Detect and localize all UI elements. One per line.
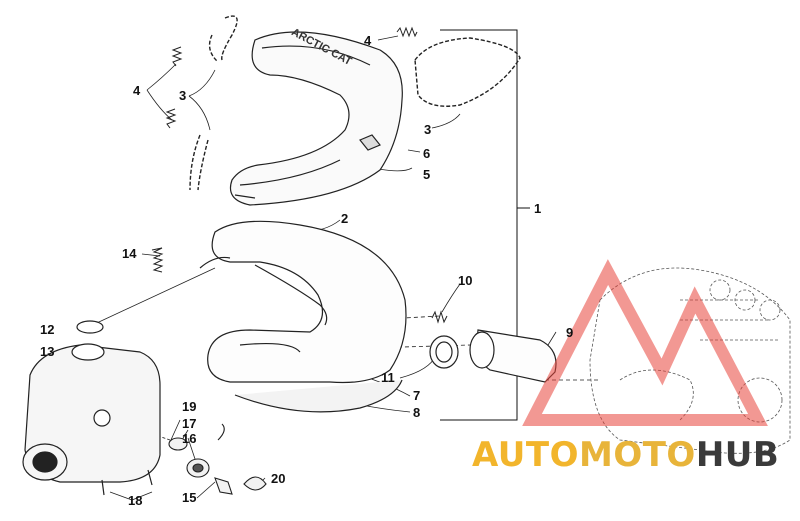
callout-4-top: 4 [364, 33, 372, 48]
mounting-bands [189, 15, 521, 191]
callout-8: 8 [413, 405, 421, 420]
heat-shield [229, 31, 403, 206]
callout-9: 9 [566, 325, 574, 340]
flange-and-gasket [429, 329, 557, 383]
callout-20: 20 [271, 471, 286, 486]
callout-19: 19 [182, 399, 197, 414]
mount-hardware [168, 423, 267, 495]
watermark-moto: MOTO [578, 435, 696, 475]
callout-5: 5 [423, 167, 431, 182]
callout-4: 4 [133, 83, 141, 98]
watermark-hub: HUB [695, 435, 780, 475]
callout-13: 13 [40, 344, 55, 359]
springs [151, 26, 448, 324]
callout-15: 15 [182, 490, 197, 505]
watermark-logo [522, 259, 768, 426]
callout-14: 14 [122, 246, 137, 261]
muffler [22, 320, 161, 496]
callout-2: 2 [341, 211, 349, 226]
callout-11: 11 [381, 370, 395, 385]
watermark-text: AUTOMOTOHUB [472, 438, 779, 472]
callout-17: 17 [182, 416, 197, 431]
callout-10: 10 [458, 273, 473, 288]
watermark-auto: AUTO [472, 435, 579, 475]
callout-6: 6 [423, 146, 431, 161]
callout-18: 18 [128, 493, 143, 508]
callout-12: 12 [40, 322, 55, 337]
expansion-chamber [199, 220, 407, 413]
callout-3: 3 [179, 88, 187, 103]
callout-1: 1 [534, 201, 542, 216]
callout-7: 7 [413, 388, 421, 403]
callout-3-right: 3 [424, 122, 432, 137]
callout-16: 16 [182, 431, 197, 446]
assembly-bracket [440, 29, 530, 421]
